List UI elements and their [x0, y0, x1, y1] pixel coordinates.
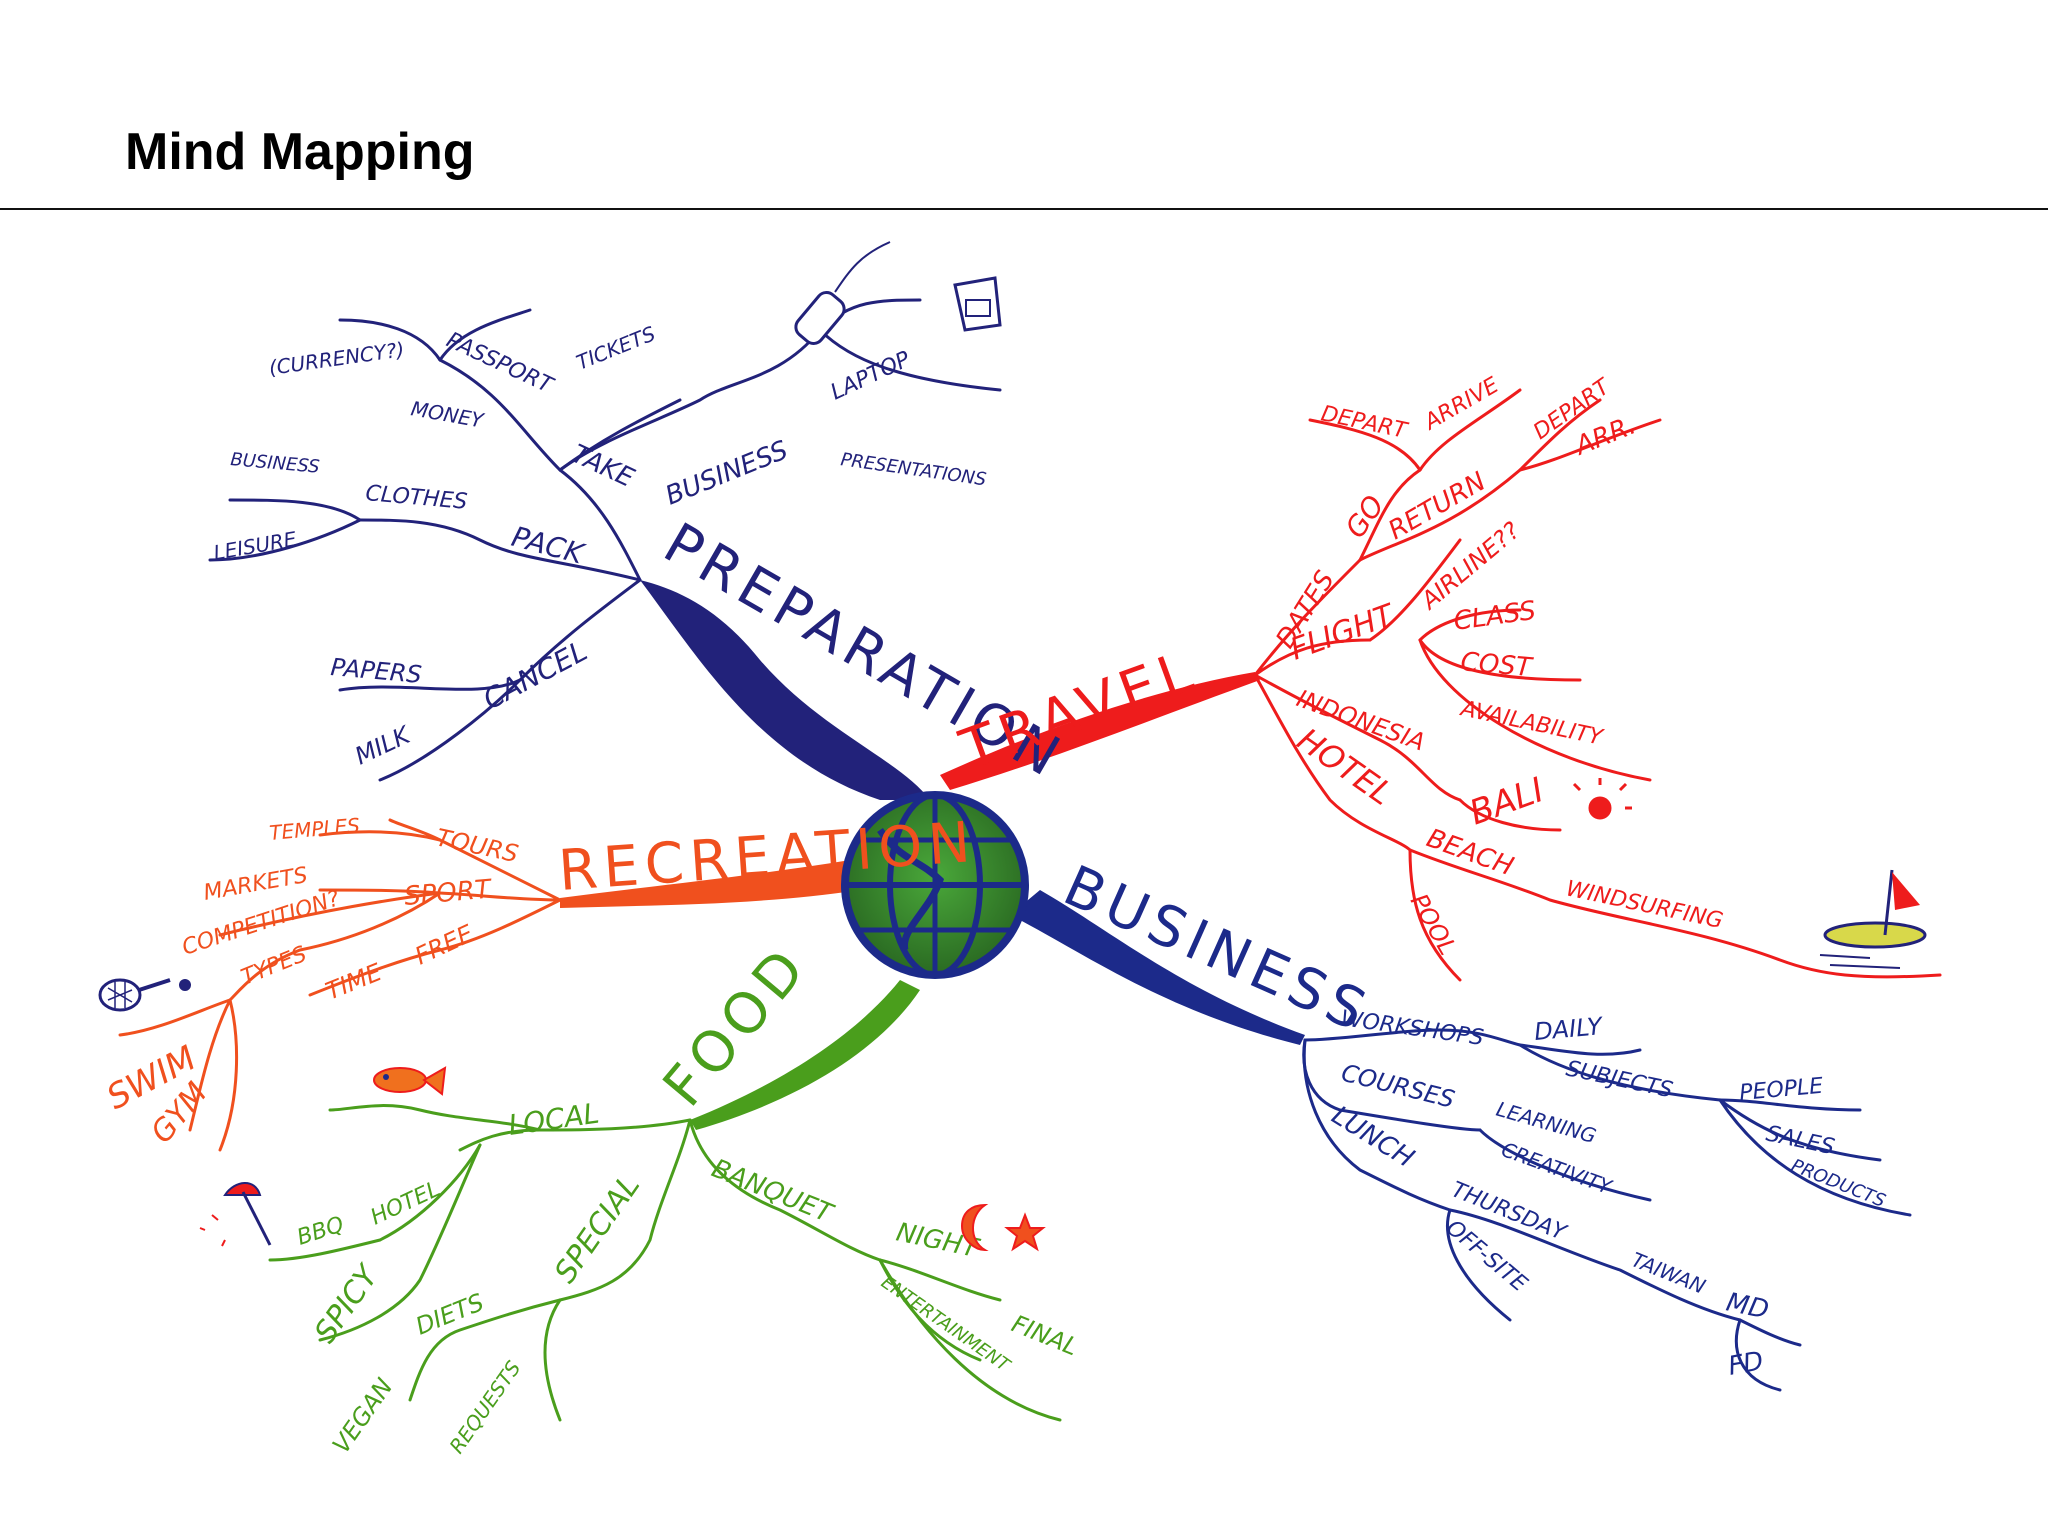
- recreation-main-branch: [560, 860, 860, 908]
- travel-cost: COST: [1459, 647, 1534, 683]
- prep-money: MONEY: [409, 396, 487, 433]
- prep-clothes: CLOTHES: [364, 481, 468, 515]
- food-vegan: VEGAN: [327, 1373, 398, 1458]
- food-spicy: SPICY: [308, 1257, 387, 1349]
- sailboat-icon: [1819, 869, 1927, 969]
- tennis-racket-icon: [98, 978, 191, 1012]
- food-special: SPECIAL: [548, 1169, 647, 1290]
- business-main-branch: [1010, 890, 1305, 1045]
- prep-passport: PASSPORT: [442, 328, 557, 399]
- sun-icon: [1572, 778, 1632, 820]
- travel-return: RETURN: [1384, 467, 1492, 546]
- phone-icon: [794, 241, 891, 345]
- travel-windsurfing: WINDSURFING: [1564, 876, 1725, 934]
- prep-currency: (CURRENCY?): [267, 337, 405, 380]
- travel-class: CLASS: [1452, 596, 1538, 637]
- prep-tickets: TICKETS: [573, 321, 659, 374]
- business-creativity: CREATIVITY: [1498, 1137, 1616, 1199]
- business-daily: DAILY: [1533, 1012, 1605, 1046]
- prep-papers: PAPERS: [329, 653, 422, 689]
- parasol-icon: [199, 1182, 272, 1247]
- food-final: FINAL: [1008, 1310, 1082, 1362]
- business-sales: SALES: [1764, 1121, 1837, 1160]
- business-products: PRODUCTS: [1788, 1155, 1888, 1212]
- page-title: Mind Mapping: [125, 123, 475, 181]
- food-main-branch: [690, 980, 920, 1130]
- moon-icon: [960, 1203, 989, 1252]
- food-requests: REQUESTS: [444, 1356, 525, 1458]
- prep-laptop: LAPTOP: [827, 347, 915, 406]
- recreation-sport: SPORT: [403, 874, 494, 912]
- fish-icon: [373, 1066, 447, 1096]
- business-courses: COURSES: [1339, 1059, 1458, 1114]
- food-entertainment: ENTERTAINMENT: [877, 1272, 1015, 1377]
- food-banquet: BANQUET: [707, 1154, 838, 1230]
- business-md: MD: [1724, 1288, 1772, 1326]
- laptop-icon: [953, 276, 1002, 332]
- food-branch: [268, 1104, 1062, 1422]
- prep-milk: MILK: [351, 720, 416, 770]
- business-fd: FD: [1726, 1346, 1766, 1382]
- star-icon: [1004, 1212, 1046, 1252]
- travel-branch: [1253, 388, 1942, 982]
- prep-cancel: CANCEL: [478, 634, 593, 716]
- prep-leisure: LEISURE: [212, 527, 299, 565]
- recreation-types: TYPES: [238, 942, 310, 991]
- business-subjects: SUBJECTS: [1564, 1056, 1675, 1103]
- travel-depart: DEPART: [1319, 401, 1411, 444]
- travel-arrive: ARRIVE: [1419, 373, 1504, 436]
- travel-go: GO: [1339, 489, 1391, 544]
- business-branch: [1302, 1028, 1912, 1392]
- prep-business-clothes: BUSINESS: [230, 449, 321, 478]
- recreation-free: FREE: [411, 919, 479, 970]
- travel-pool: POOL: [1405, 889, 1462, 960]
- business-workshops: WORKSHOPS: [1339, 1006, 1485, 1051]
- food-hotel: HOTEL: [367, 1177, 444, 1231]
- recreation-time: TIME: [322, 958, 387, 1006]
- recreation-temples: TEMPLES: [268, 813, 361, 845]
- recreation-tours: TOURS: [434, 823, 521, 868]
- travel-beach: BEACH: [1423, 823, 1518, 882]
- preparation-main-branch: [640, 580, 930, 800]
- prep-business: BUSINESS: [661, 435, 792, 511]
- food-local: LOCAL: [506, 1097, 601, 1142]
- food-diets: DIETS: [412, 1288, 488, 1340]
- travel-main-branch: [940, 672, 1260, 790]
- travel-label: TRAVEL: [952, 638, 1207, 784]
- business-lunch: LUNCH: [1326, 1100, 1419, 1173]
- prep-pack: PACK: [508, 520, 589, 571]
- business-taiwan: TAIWAN: [1628, 1247, 1709, 1298]
- prep-presentations: PRESENTATIONS: [839, 449, 987, 490]
- business-people: PEOPLE: [1738, 1074, 1824, 1106]
- globe-icon: [841, 791, 1029, 979]
- title-divider: [0, 208, 2048, 210]
- recreation-branch: [118, 818, 562, 1152]
- food-bbq: BBQ: [294, 1212, 347, 1250]
